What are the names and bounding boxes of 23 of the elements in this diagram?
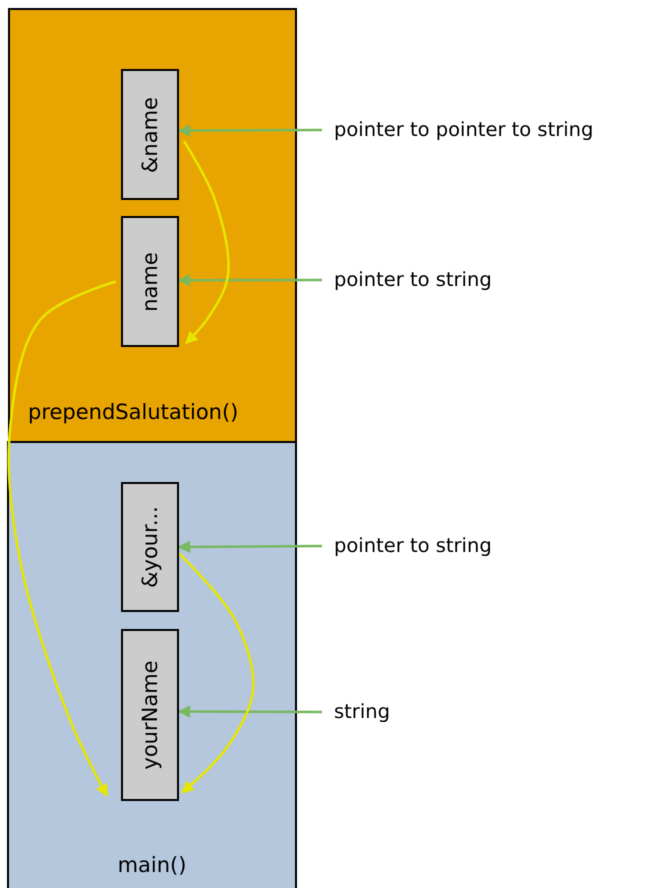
arrow [178,540,322,554]
annotation-text: pointer to string [322,532,492,560]
arrow [178,274,322,286]
variable-box [121,629,179,801]
annotation-text: pointer to pointer to string [322,116,594,144]
variable-name: &name [138,96,162,172]
annotation-text: string [322,698,390,726]
variable-box [121,482,179,612]
arrow [178,552,255,794]
stack-frame [8,8,297,443]
variable-box [121,216,179,347]
variable-box [121,69,179,200]
arrow [178,124,322,137]
annotation-text: pointer to string [322,266,492,294]
arrow [178,705,322,718]
variable-name: &your... [138,506,162,588]
stack-frame [7,441,297,888]
frame-label: prependSalutation() [28,400,238,424]
frame-label: main() [118,853,186,877]
arrow [182,140,230,344]
variable-name: yourName [138,660,162,770]
variable-name: name [138,252,162,312]
arrow [7,280,116,797]
